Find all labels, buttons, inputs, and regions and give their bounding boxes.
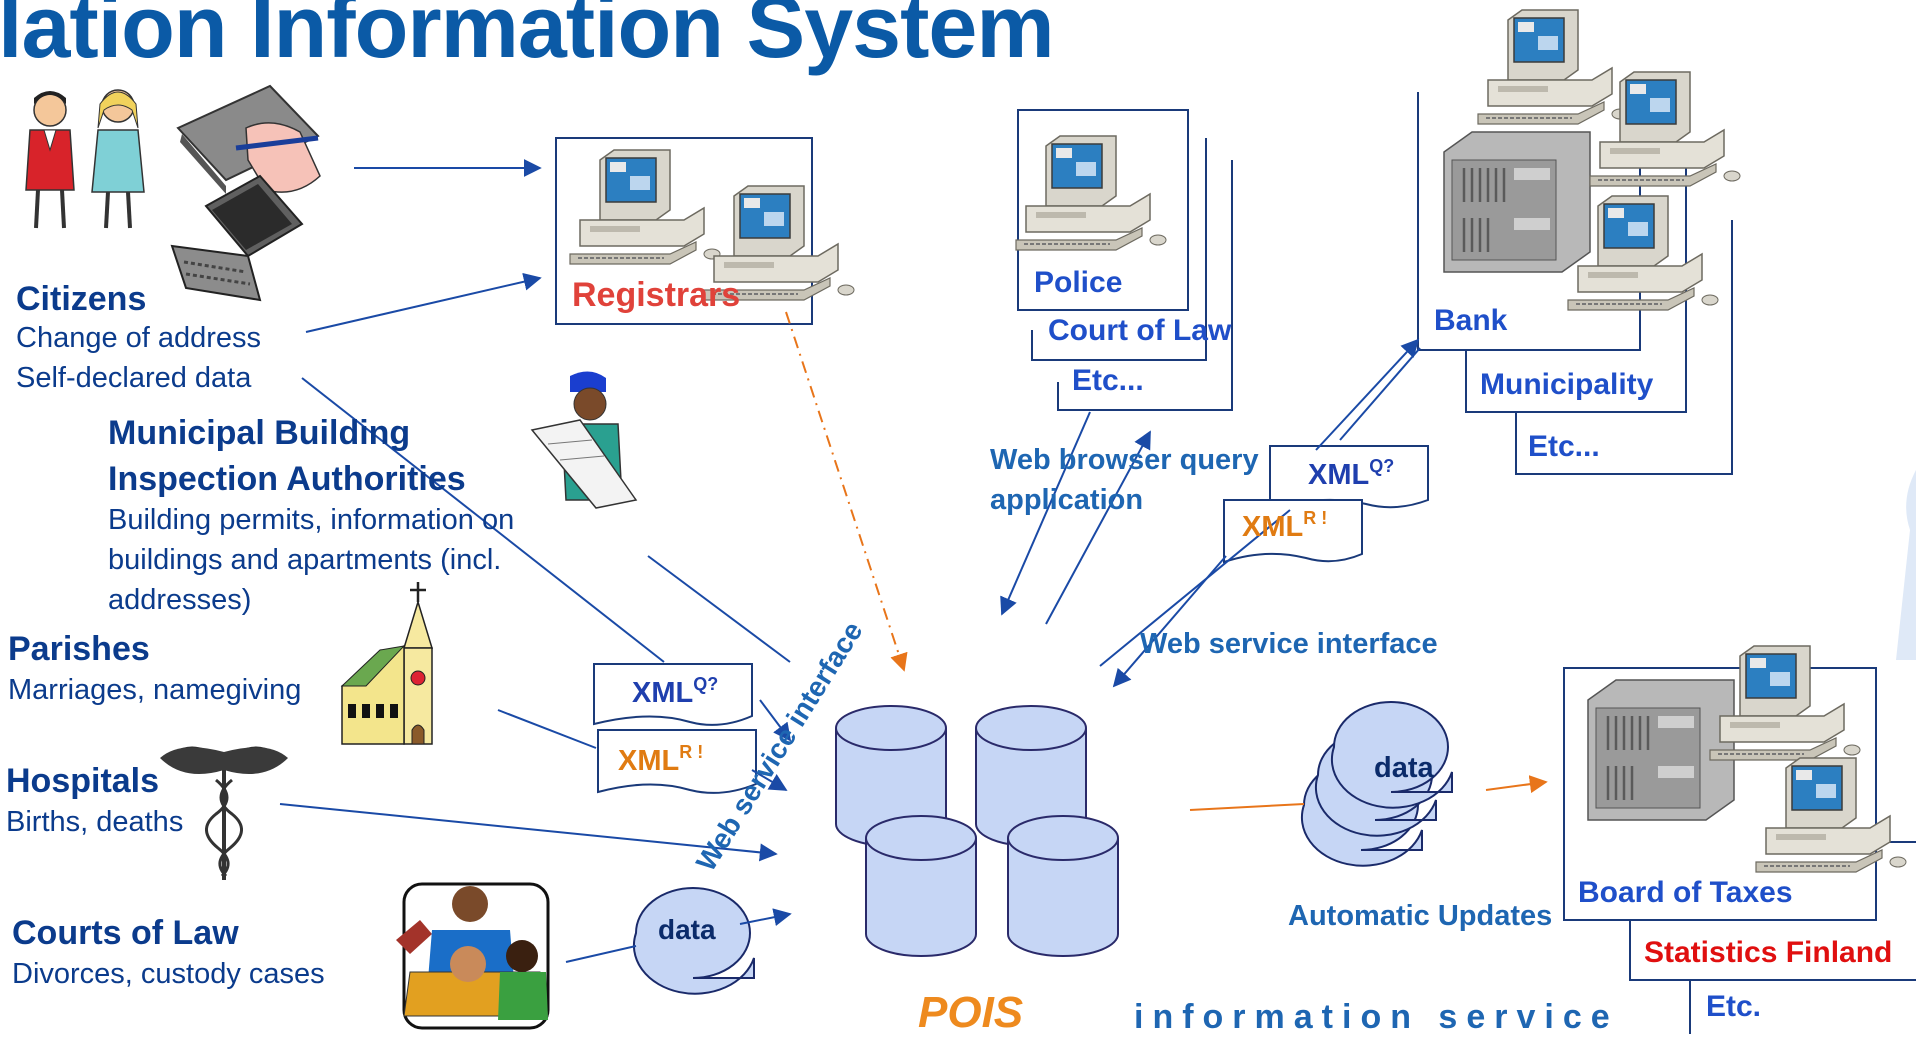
- source-citizens-line: Self-declared data: [16, 362, 252, 394]
- builder-icon: [530, 371, 638, 509]
- source-building-name: Inspection Authorities: [108, 460, 466, 498]
- data-label: data: [1374, 752, 1434, 784]
- source-citizens-name: Citizens: [16, 280, 147, 318]
- xml-query-label: XMLQ?: [1308, 456, 1395, 491]
- database-cylinder-icon: [1007, 815, 1119, 957]
- court-people-icon: [396, 882, 550, 1030]
- source-hospitals-line: Births, deaths: [6, 806, 184, 838]
- source-building-line: buildings and apartments (incl.: [108, 544, 502, 576]
- xml-boxes: [593, 445, 1429, 794]
- caduceus-icon: [160, 746, 288, 880]
- bank-client-bank: Bank: [1434, 304, 1508, 337]
- database-cylinder-icon: [865, 815, 977, 957]
- handwriting-icon: [176, 84, 321, 194]
- bank-client-etc: Etc...: [1528, 430, 1600, 463]
- source-citizens-line: Change of address: [16, 322, 262, 354]
- information-service-label: information service: [1134, 998, 1619, 1036]
- church-icon: [340, 582, 434, 745]
- source-building-line: Building permits, information on: [108, 504, 515, 536]
- source-building-name: Municipal Building: [108, 414, 411, 452]
- query-client-court: Court of Law: [1048, 314, 1232, 347]
- web-browser-query-label: Web browser query: [990, 444, 1259, 476]
- source-hospitals-name: Hospitals: [6, 762, 160, 800]
- xml-response-label: XMLR !: [618, 742, 704, 777]
- query-client-police: Police: [1034, 266, 1123, 299]
- pois-update-arrow: [1189, 803, 1305, 811]
- pois-label: POIS: [918, 988, 1024, 1037]
- source-parishes-name: Parishes: [8, 630, 150, 668]
- web-browser-query-label: application: [990, 484, 1144, 516]
- update-client-etc: Etc.: [1706, 990, 1762, 1023]
- update-to-tax-arrow: [1485, 775, 1548, 794]
- update-client-statistics: Statistics Finland: [1644, 936, 1893, 969]
- update-client-board-of-taxes: Board of Taxes: [1578, 876, 1793, 909]
- xml-response-label: XMLR !: [1242, 508, 1328, 543]
- registrar-update-arrow: [785, 311, 908, 672]
- computer-icon: [1477, 9, 1629, 125]
- bank-client-municipality: Municipality: [1480, 368, 1654, 401]
- query-client-etc: Etc...: [1072, 364, 1144, 397]
- source-parishes-line: Marriages, namegiving: [8, 674, 302, 706]
- data-label: data: [658, 914, 716, 945]
- xml-query-label: XMLQ?: [632, 674, 719, 709]
- source-courts-line: Divorces, custody cases: [12, 958, 325, 990]
- laptop-icon: [170, 174, 304, 302]
- source-courts-name: Courts of Law: [12, 914, 239, 952]
- web-service-interface-label-right: Web service interface: [1140, 628, 1438, 660]
- server-rack-icon: [1442, 130, 1592, 274]
- edge-decoration: [1896, 470, 1916, 660]
- page-title: lation Information System: [0, 0, 1055, 76]
- source-building-line: addresses): [108, 584, 252, 616]
- registrars-label: Registrars: [572, 276, 741, 314]
- connector-arrows: [279, 159, 1421, 963]
- people-icon: [25, 89, 145, 229]
- automatic-updates-label: Automatic Updates: [1288, 900, 1553, 932]
